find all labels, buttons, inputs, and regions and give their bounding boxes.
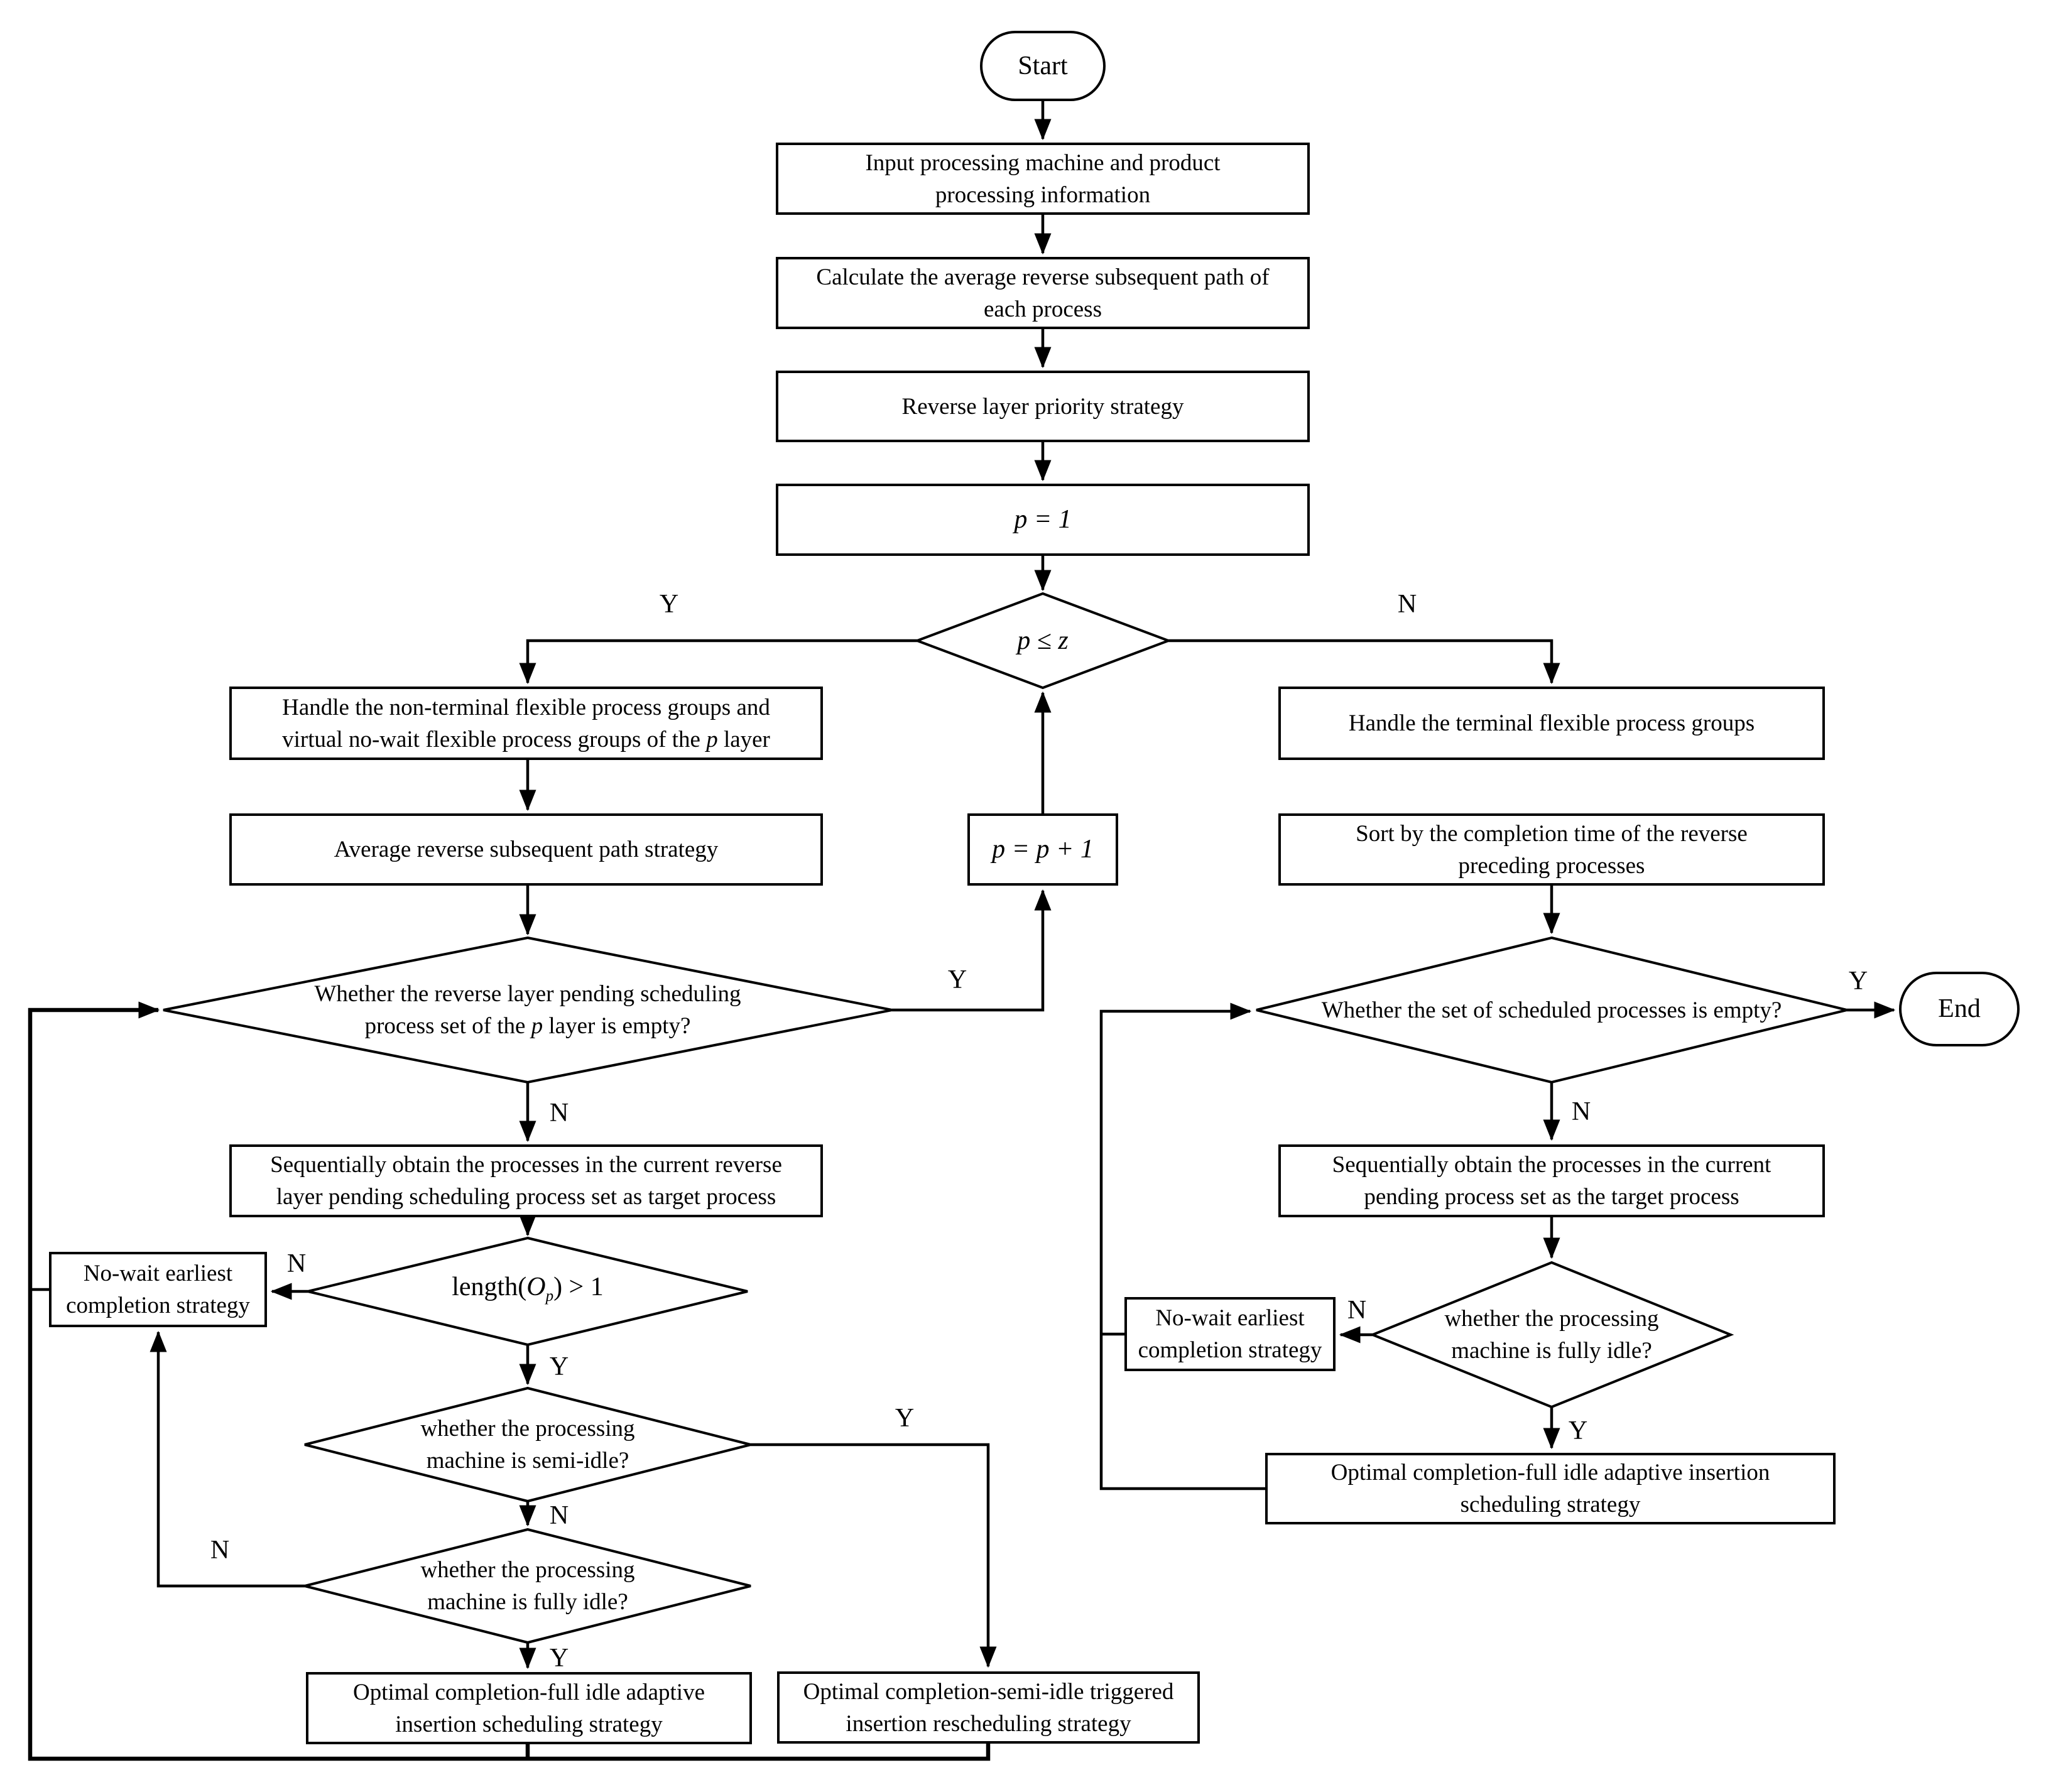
edge-fullyidle-left-no <box>150 1330 305 1588</box>
process-avg-path-strategy: Average reverse subsequent path strategy <box>229 813 823 886</box>
label-p-le-z-no: N <box>1397 590 1417 619</box>
process-get-target-left: Sequentially obtain the processes in the… <box>229 1144 823 1217</box>
label-scheduled-empty-no: N <box>1571 1097 1591 1126</box>
decision-fully-idle-right: whether the processing machine is fully … <box>1444 1306 1659 1364</box>
label-fully-idle-right-yes: Y <box>1568 1416 1588 1445</box>
process-handle-terminal: Handle the terminal flexible process gro… <box>1278 687 1825 760</box>
process-layer-priority: Reverse layer priority strategy <box>776 371 1310 442</box>
node-start: Start <box>980 31 1106 101</box>
decision-layer-set-empty-shape <box>163 936 893 1084</box>
process-full-idle-left: Optimal completion-full idle adaptive in… <box>306 1672 752 1744</box>
process-p-init: p = 1 <box>776 484 1310 556</box>
decision-layer-set-empty: Whether the reverse layer pending schedu… <box>314 981 741 1039</box>
label-scheduled-empty-yes: Y <box>1848 967 1868 996</box>
decision-fully-idle-left-shape <box>304 1528 751 1644</box>
label-fully-idle-left-yes: Y <box>549 1644 569 1673</box>
start-label: Start <box>1018 51 1068 80</box>
label-length-yes: Y <box>549 1352 569 1381</box>
edge-plez-yes <box>519 639 917 685</box>
end-label: End <box>1938 994 1981 1023</box>
decision-semi-idle-shape <box>304 1386 751 1503</box>
process-get-target-right: Sequentially obtain the processes in the… <box>1278 1144 1825 1217</box>
label-fully-idle-left-no: N <box>210 1536 230 1565</box>
edge-layerempty-yes <box>892 889 1052 1012</box>
decision-scheduled-empty-shape <box>1256 936 1847 1084</box>
process-no-wait-left: No-wait earliest completion strategy <box>49 1252 267 1327</box>
label-p-le-z-yes: Y <box>659 590 679 619</box>
node-end: End <box>1899 972 2020 1046</box>
label-layer-empty-yes: Y <box>947 965 967 994</box>
label-semi-idle-no: N <box>549 1501 569 1530</box>
decision-length-op-shape <box>307 1236 748 1347</box>
decision-fully-idle-left: whether the processing machine is fully … <box>420 1557 635 1615</box>
process-no-wait-right: No-wait earliest completion strategy <box>1124 1297 1336 1371</box>
decision-p-le-z: p ≤ z <box>1017 626 1069 655</box>
label-length-no: N <box>286 1249 307 1278</box>
process-sort-completion: Sort by the completion time of the rever… <box>1278 813 1825 886</box>
label-layer-empty-no: N <box>549 1099 569 1127</box>
process-handle-nonterminal: Handle the non-terminal flexible process… <box>229 687 823 760</box>
edge-semiidle-yes <box>751 1443 997 1668</box>
label-semi-idle-yes: Y <box>895 1404 915 1433</box>
decision-scheduled-empty: Whether the set of scheduled processes i… <box>1321 997 1782 1023</box>
process-calc-path: Calculate the average reverse subsequent… <box>776 257 1310 329</box>
process-p-increment: p = p + 1 <box>967 813 1118 886</box>
edge-plez-no <box>1168 639 1560 685</box>
process-semi-idle-trigger: Optimal completion-semi-idle triggered i… <box>777 1671 1200 1744</box>
decision-length-op: length(Op) > 1 <box>452 1272 604 1305</box>
process-full-idle-right: Optimal completion-full idle adaptive in… <box>1265 1453 1836 1524</box>
process-input-info: Input processing machine and product pro… <box>776 143 1310 215</box>
edge-loop-left-outer <box>28 1001 991 1761</box>
decision-p-le-z-shape <box>913 592 1172 690</box>
edge-loop-right <box>1099 1002 1265 1491</box>
decision-semi-idle: whether the processing machine is semi-i… <box>420 1416 635 1474</box>
decision-fully-idle-right-shape <box>1369 1261 1734 1409</box>
label-fully-idle-right-no: N <box>1347 1296 1367 1325</box>
